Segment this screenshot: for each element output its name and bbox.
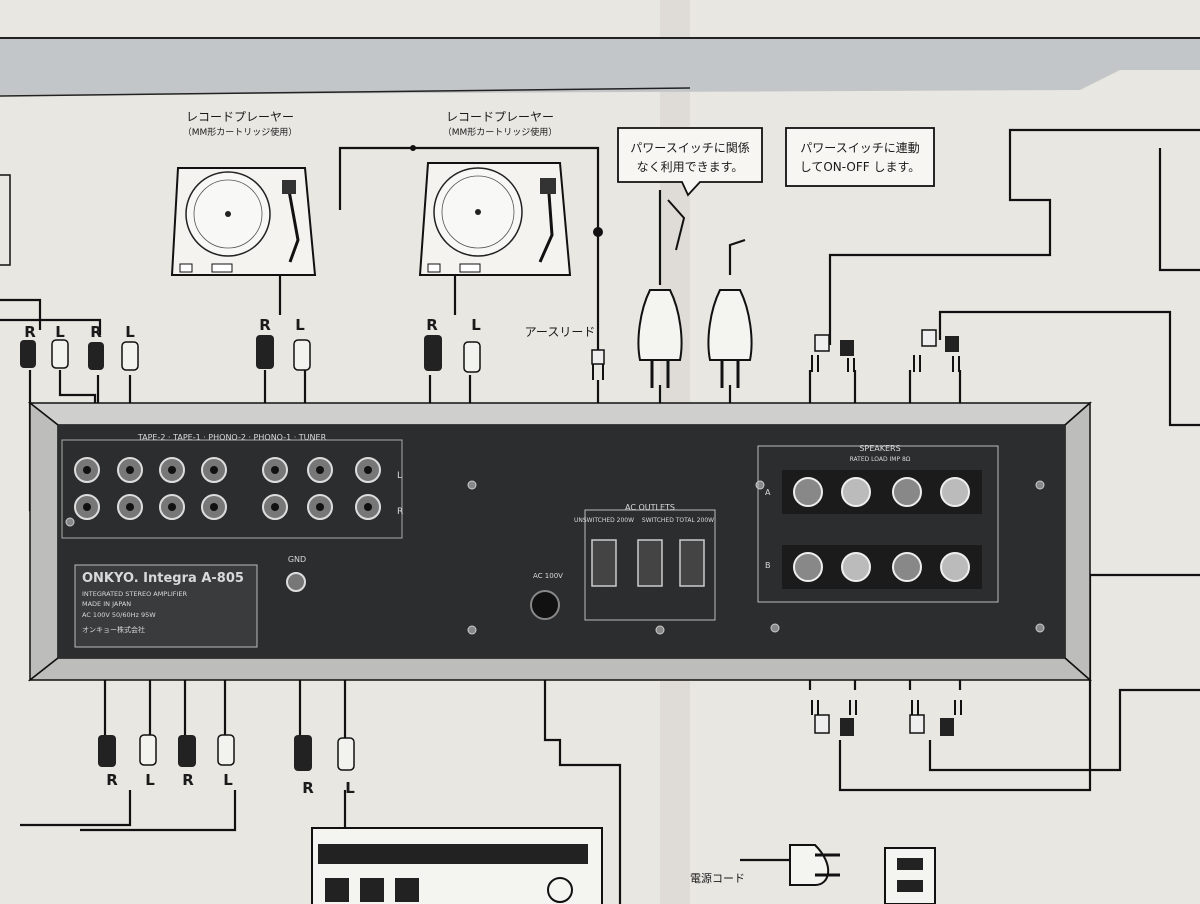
amplifier-rear-panel: TAPE-2 · TAPE-1 · PHONO-2 · PHONO-1 · TU… bbox=[27, 401, 1092, 682]
svg-text:GND: GND bbox=[288, 555, 306, 564]
svg-text:R: R bbox=[426, 316, 438, 334]
power-cord-plug bbox=[789, 844, 840, 886]
turntable-1: レコードプレーヤー （MM形カートリッジ使用） bbox=[170, 110, 317, 276]
note-switched: パワースイッチに連動 してON-OFF します。 bbox=[785, 127, 935, 187]
svg-text:AC 100V 50/60Hz 95W: AC 100V 50/60Hz 95W bbox=[82, 611, 156, 619]
svg-text:パワースイッチに関係: パワースイッチに関係 bbox=[630, 141, 749, 155]
amp-brand: ONKYO. Integra A-805 bbox=[82, 571, 244, 586]
header-band bbox=[0, 37, 1200, 97]
turntable-2: レコードプレーヤー （MM形カートリッジ使用） bbox=[418, 110, 572, 276]
rca-pairs-bottom: R L R L R L bbox=[98, 734, 355, 797]
svg-text:RATED LOAD IMP 8Ω: RATED LOAD IMP 8Ω bbox=[850, 456, 911, 463]
svg-text:AC OUTLETS: AC OUTLETS bbox=[625, 503, 675, 512]
tuner-unit bbox=[311, 827, 603, 904]
earth-lead-fork bbox=[591, 349, 605, 380]
inputs-label: TAPE-2 · TAPE-1 · PHONO-2 · PHONO-1 · TU… bbox=[137, 433, 327, 442]
svg-text:INTEGRATED STEREO AMPLIFIER: INTEGRATED STEREO AMPLIFIER bbox=[82, 590, 188, 598]
earth-lead-label: アースリード bbox=[525, 325, 596, 339]
turntable-2-title: レコードプレーヤー bbox=[446, 110, 554, 124]
svg-text:パワースイッチに連動: パワースイッチに連動 bbox=[800, 141, 919, 155]
svg-text:L: L bbox=[397, 471, 402, 481]
turntable-2-subtitle: （MM形カートリッジ使用） bbox=[443, 126, 558, 138]
svg-text:R: R bbox=[90, 323, 102, 341]
svg-text:L: L bbox=[223, 771, 233, 789]
svg-text:L: L bbox=[145, 771, 155, 789]
svg-text:L: L bbox=[125, 323, 135, 341]
svg-text:L: L bbox=[55, 323, 65, 341]
svg-text:L: L bbox=[471, 316, 481, 334]
rca-jacks bbox=[74, 457, 381, 520]
svg-text:してON-OFF します。: してON-OFF します。 bbox=[800, 160, 921, 174]
svg-text:R: R bbox=[182, 771, 194, 789]
svg-text:オンキョー株式会社: オンキョー株式会社 bbox=[82, 625, 145, 634]
ac-plug-2 bbox=[707, 289, 753, 388]
svg-text:なく利用できます。: なく利用できます。 bbox=[637, 160, 744, 174]
svg-text:R: R bbox=[302, 779, 314, 797]
speaker-spades-bottom bbox=[811, 700, 962, 736]
svg-text:R: R bbox=[259, 316, 271, 334]
speaker-spades-top bbox=[811, 329, 960, 372]
rca-pairs-top: R L R L R L R L bbox=[20, 316, 481, 373]
svg-text:R: R bbox=[397, 507, 403, 517]
svg-text:SPEAKERS: SPEAKERS bbox=[859, 444, 900, 453]
svg-text:L: L bbox=[345, 779, 355, 797]
svg-text:A: A bbox=[765, 488, 771, 497]
power-cord-label: 電源コード bbox=[690, 871, 745, 885]
svg-text:MADE IN JAPAN: MADE IN JAPAN bbox=[82, 600, 131, 608]
turntable-1-subtitle: （MM形カートリッジ使用） bbox=[183, 126, 298, 138]
svg-text:SWITCHED TOTAL 200W: SWITCHED TOTAL 200W bbox=[642, 517, 714, 524]
svg-text:L: L bbox=[295, 316, 305, 334]
ac-plug-1 bbox=[637, 199, 686, 388]
note-unswitched: パワースイッチに関係 なく利用できます。 bbox=[617, 127, 763, 197]
svg-text:UNSWITCHED 200W: UNSWITCHED 200W bbox=[574, 517, 634, 524]
svg-text:R: R bbox=[106, 771, 118, 789]
wall-outlet bbox=[884, 847, 936, 904]
svg-text:R: R bbox=[24, 323, 36, 341]
speaker-terminals bbox=[793, 477, 970, 582]
turntable-1-title: レコードプレーヤー bbox=[186, 110, 294, 124]
svg-text:AC 100V: AC 100V bbox=[533, 572, 563, 580]
svg-text:B: B bbox=[765, 561, 771, 570]
